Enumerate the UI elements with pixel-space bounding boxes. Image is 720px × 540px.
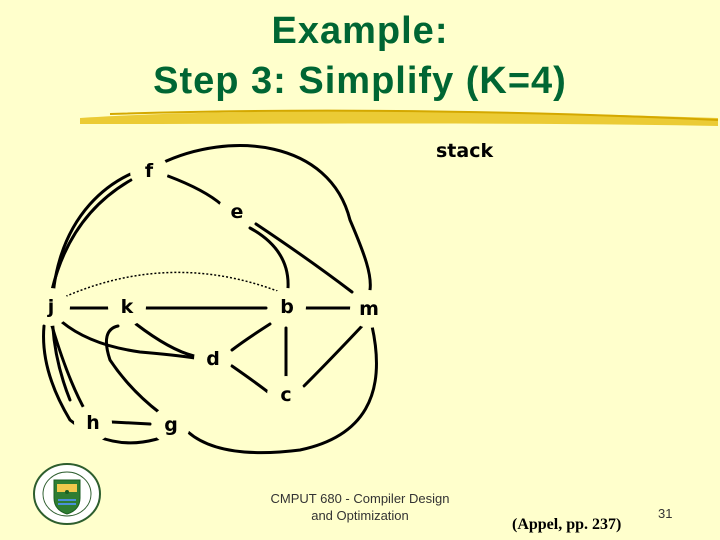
edge-h-g: [110, 420, 152, 426]
edge-f-outer: [50, 168, 142, 402]
edge-d-c: [230, 364, 270, 394]
footer-line2: and Optimization: [311, 508, 409, 523]
node-b: b: [268, 288, 306, 326]
edge-f-e: [166, 174, 224, 207]
node-f: f: [130, 152, 168, 190]
edge-k-g: [104, 324, 162, 415]
edge-f-j: [50, 178, 133, 292]
footer: CMPUT 680 - Compiler Design and Optimiza…: [240, 490, 480, 524]
edge-e-b: [248, 226, 290, 290]
citation: (Appel, pp. 237): [512, 516, 622, 533]
page-number: 31: [658, 506, 673, 521]
node-e: e: [218, 193, 256, 231]
node-c: c: [267, 376, 305, 414]
edge-m-g: [186, 324, 378, 455]
stack-label: stack: [436, 140, 494, 162]
title-underline: [80, 111, 718, 126]
node-j: j: [32, 288, 70, 326]
edge-b-d: [230, 322, 272, 352]
edge-k-d: [134, 322, 196, 358]
edge-m-c: [302, 324, 364, 388]
node-d: d: [194, 340, 232, 378]
node-k: k: [108, 288, 146, 326]
footer-line1: CMPUT 680 - Compiler Design: [270, 491, 450, 506]
node-m: m: [350, 290, 388, 328]
edge-e-m: [254, 222, 354, 294]
move-edge-j-b: [61, 271, 281, 299]
edge-j-g: [42, 324, 182, 445]
node-h: h: [74, 404, 112, 442]
edge-f-m: [158, 144, 372, 292]
title-underline-stroke: [109, 109, 719, 121]
slide-title-line2: Step 3: Simplify (K=4): [153, 60, 567, 102]
university-logo-icon: [33, 463, 101, 525]
slide-title-line1: Example:: [271, 10, 449, 52]
node-g: g: [152, 406, 190, 444]
edge-j-d: [60, 320, 197, 360]
